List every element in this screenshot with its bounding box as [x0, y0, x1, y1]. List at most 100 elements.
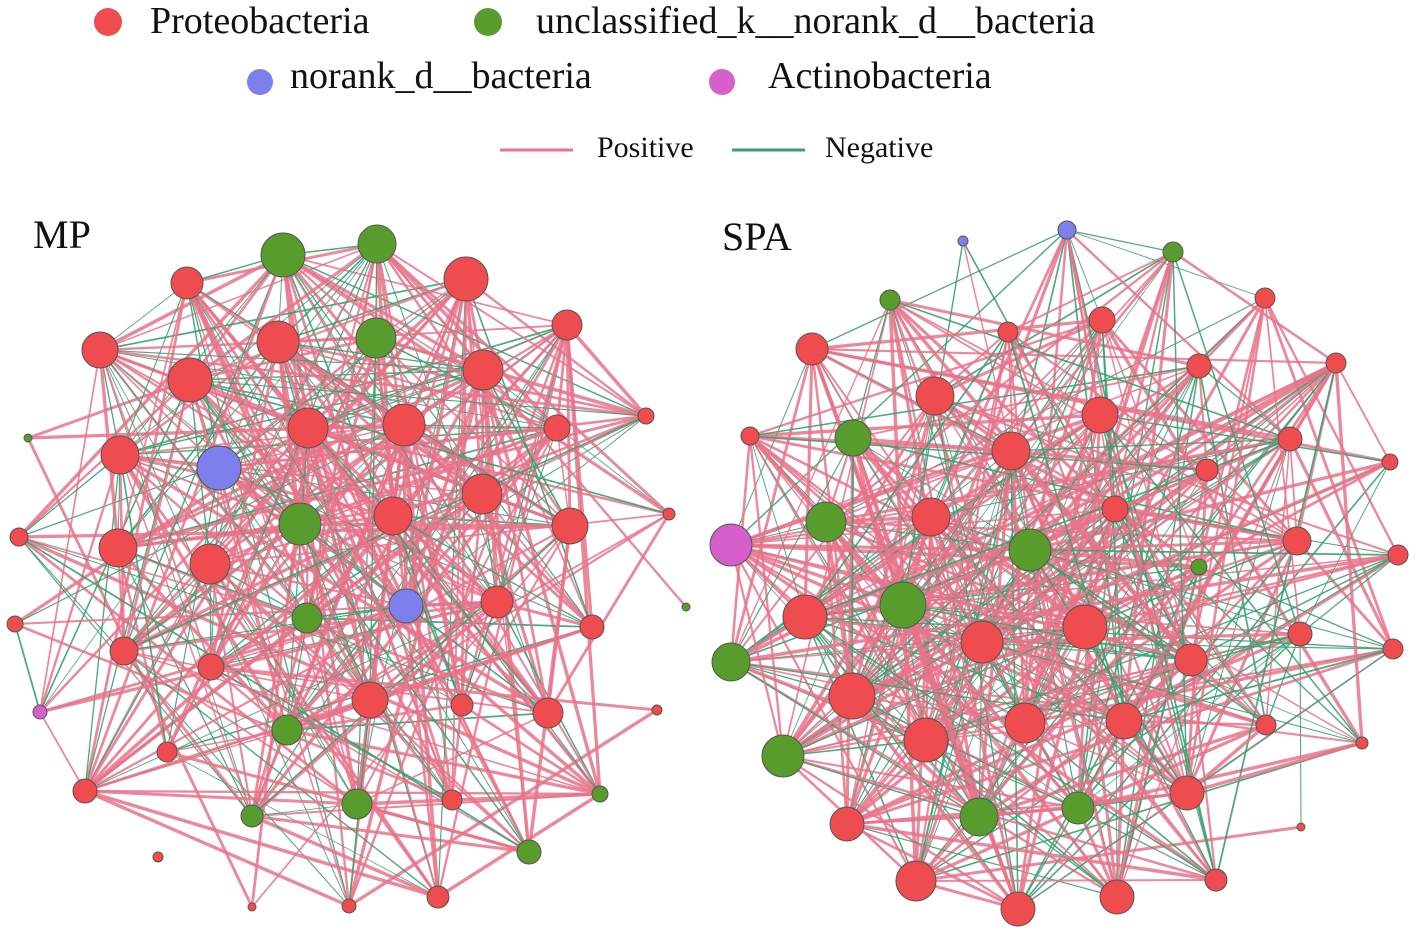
spa-edge-negative [1172, 251, 1301, 635]
spa-edge-positive [888, 298, 1193, 662]
spa-edge-positive [1024, 549, 1031, 724]
spa-edge-positive [730, 553, 1399, 664]
mp-edge-negative [84, 601, 498, 792]
spa-edge-positive [824, 521, 854, 697]
mp-edge-negative [18, 536, 549, 714]
mp-edge-positive [83, 254, 285, 792]
spa-node-uncl [1190, 558, 1208, 576]
mp-edge-positive [188, 254, 285, 381]
mp-edge-negative [99, 349, 253, 817]
spa-edge-positive [846, 822, 1019, 911]
mp-edge-positive [186, 282, 309, 429]
spa-node-proteo [1004, 702, 1046, 744]
mp-edge-negative [117, 547, 253, 817]
mp-edge-positive [117, 282, 188, 549]
mp-edge-negative [461, 601, 498, 706]
spa-edge-positive [850, 694, 1020, 911]
mp-edge-positive [189, 378, 571, 528]
mp-edge-negative [375, 337, 558, 429]
spa-edge-positive [1265, 438, 1291, 726]
spa-edge-negative [915, 742, 1363, 882]
spa-edge-positive [730, 543, 1192, 662]
spa-edge-positive [914, 565, 1201, 883]
nodes-spa [709, 220, 1409, 927]
mp-edge-positive [119, 454, 253, 817]
spa-edge-positive [1186, 741, 1363, 795]
mp-edge-positive [39, 427, 309, 713]
spa-edge-positive [915, 659, 1192, 882]
spa-node-uncl [1008, 528, 1052, 572]
spa-node-proteo [1382, 638, 1404, 660]
spa-node-uncl [879, 581, 927, 629]
legend-label-positive: Positive [597, 131, 694, 164]
mp-edge-positive [99, 336, 377, 352]
mp-node-uncl [591, 785, 609, 803]
mp-node-proteo [256, 320, 300, 364]
spa-edge-negative [981, 641, 1363, 744]
spa-edge-negative [804, 616, 1079, 809]
mp-edge-positive [306, 427, 531, 853]
spa-edge-positive [888, 298, 1117, 511]
mp-edge-negative [166, 751, 439, 898]
mp-node-proteo [189, 543, 231, 585]
mp-node-proteo [109, 636, 139, 666]
spa-edge-negative [902, 450, 1012, 606]
mp-node-uncl [271, 714, 303, 746]
mp-node-proteo [532, 697, 564, 729]
mp-edge-positive [218, 341, 279, 469]
spa-edge-positive [1198, 297, 1266, 367]
spa-edge-positive [1006, 331, 1189, 794]
mp-edge-negative [299, 523, 549, 714]
mp-node-proteo [152, 851, 164, 863]
mp-edge-positive [116, 547, 169, 753]
spa-edge-positive [730, 543, 904, 607]
spa-edge-negative [852, 437, 1031, 551]
mp-edge-negative [277, 243, 378, 343]
mp-edge-positive [166, 729, 288, 753]
mp-edge-positive [277, 340, 593, 629]
spa-edge-positive [930, 516, 983, 643]
mp-edge-positive [376, 243, 687, 608]
spa-edge-positive [1029, 460, 1391, 552]
spa-node-uncl [711, 642, 751, 682]
spa-node-proteo [895, 860, 937, 902]
mp-edge-negative [218, 467, 453, 801]
spa-edge-negative [1029, 549, 1267, 726]
mp-edge-positive [99, 243, 378, 351]
spa-edge-positive [730, 450, 1012, 546]
spa-edge-positive [1066, 229, 1291, 440]
mp-node-proteo [450, 693, 474, 717]
mp-node-proteo [167, 357, 213, 403]
mp-edge-negative [123, 650, 439, 898]
spa-node-proteo [1254, 287, 1276, 309]
spa-edge-negative [730, 626, 1086, 663]
spa-edge-positive [846, 791, 1188, 826]
mp-edge-positive [210, 666, 288, 731]
mp-edge-positive [546, 513, 671, 714]
spa-edge-negative [782, 755, 980, 818]
mp-node-proteo [543, 414, 571, 442]
mp-node-uncl [260, 232, 306, 278]
mp-node-proteo [662, 507, 676, 521]
spa-node-uncl [761, 734, 805, 778]
spa-edge-negative [1066, 229, 1266, 299]
mp-edge-positive [375, 336, 647, 418]
mp-edge-positive [83, 427, 310, 792]
mp-edge-positive [375, 243, 464, 706]
spa-edge-negative [1099, 414, 1363, 744]
spa-node-proteo [1204, 868, 1228, 892]
spa-edge-positive [730, 661, 1026, 724]
spa-edge-positive [1288, 438, 1395, 650]
spa-node-proteo [795, 332, 829, 366]
mp-edge-positive [83, 424, 406, 792]
mp-edge-negative [99, 349, 484, 371]
mp-edge-positive [218, 426, 558, 470]
spa-edge-negative [925, 739, 1118, 898]
spa-edge-negative [730, 450, 1012, 663]
mp-node-proteo [651, 704, 663, 716]
spa-edge-positive [804, 319, 1103, 618]
mp-edge-positive [298, 243, 379, 525]
spa-node-proteo [1195, 458, 1219, 482]
mp-node-proteo [426, 885, 450, 909]
spa-edge-negative [1215, 362, 1337, 881]
